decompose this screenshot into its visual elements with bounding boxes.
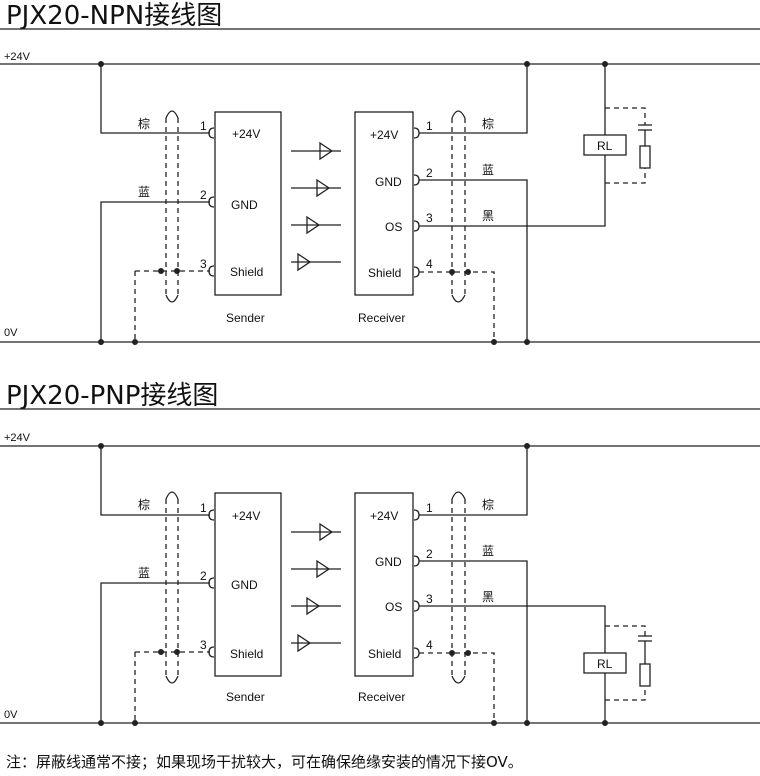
- sender-wire-blue: 蓝: [138, 566, 150, 580]
- load-relay: RL: [583, 107, 652, 184]
- rail-top-label: +24V: [4, 432, 31, 444]
- receiver-pin-2-number: 2: [426, 547, 433, 561]
- receiver-pin-4-label: Shield: [368, 647, 401, 661]
- sender-wires: [98, 61, 215, 345]
- load-label: RL: [597, 657, 613, 671]
- receiver-pin-4-number: 4: [426, 638, 433, 652]
- npn-wiring-diagram: PJX20-NPN接线图 +24V 0V +24V GND Shield Sen…: [0, 1, 760, 345]
- receiver-pin-4-label: Shield: [368, 266, 401, 280]
- sender-wire-brown: 棕: [138, 497, 150, 512]
- pnp-wiring-diagram: PJX20-PNP接线图 +24V 0V +24V GND Shield Sen…: [0, 381, 760, 726]
- receiver-box: [354, 111, 414, 296]
- sender-pin-3-label: Shield: [230, 265, 263, 279]
- receiver-caption: Receiver: [358, 311, 405, 325]
- receiver-pin-1-number: 1: [426, 501, 433, 515]
- receiver-pin-2-label: GND: [375, 175, 402, 189]
- sender-pin-2-label: GND: [231, 198, 258, 212]
- sender-pin-1-label: +24V: [232, 127, 260, 141]
- sender-pin-2-label: GND: [231, 578, 258, 592]
- diagram-title: PJX20-PNP接线图: [6, 381, 218, 411]
- load-label: RL: [597, 139, 613, 153]
- receiver-pin-3-label: OS: [385, 600, 402, 614]
- footnote: 注：屏蔽线通常不接；如果现场干扰较大，可在确保绝缘安装的情况下接OV。: [6, 753, 523, 771]
- receiver-pin-1-label: +24V: [370, 128, 398, 142]
- receiver-pin-4-number: 4: [426, 257, 433, 271]
- receiver-pin-3-label: OS: [385, 220, 402, 234]
- sender-pin-1-number: 1: [200, 119, 207, 133]
- sender-box: [214, 111, 282, 296]
- receiver-wire-black: 黑: [482, 590, 494, 604]
- sender-pin-2-number: 2: [200, 188, 207, 202]
- rail-top-label: +24V: [4, 51, 31, 63]
- sender-wire-brown: 棕: [138, 116, 150, 131]
- beam-arrows: [291, 522, 341, 653]
- receiver-box: [354, 492, 414, 677]
- sender-wire-blue: 蓝: [138, 185, 150, 199]
- sender-pin-3-number: 3: [200, 257, 207, 271]
- sender-box: [214, 492, 282, 677]
- sender-pin-3-label: Shield: [230, 647, 263, 661]
- receiver-pin-1-label: +24V: [370, 509, 398, 523]
- beam-arrows: [291, 141, 341, 272]
- receiver-wire-brown: 棕: [482, 116, 494, 131]
- receiver-wires: [413, 443, 608, 726]
- receiver-wire-blue: 蓝: [482, 544, 494, 558]
- receiver-wire-black: 黑: [482, 209, 494, 223]
- receiver-pin-2-label: GND: [375, 555, 402, 569]
- receiver-wire-blue: 蓝: [482, 163, 494, 177]
- load-relay: RL: [583, 625, 652, 701]
- diagram-title: PJX20-NPN接线图: [6, 1, 222, 31]
- receiver-pin-2-number: 2: [426, 166, 433, 180]
- sender-pin-3-number: 3: [200, 638, 207, 652]
- receiver-pin-3-number: 3: [426, 211, 433, 225]
- rail-bottom-label: 0V: [4, 709, 18, 721]
- sender-pin-2-number: 2: [200, 569, 207, 583]
- sender-caption: Sender: [226, 311, 265, 325]
- receiver-pin-3-number: 3: [426, 592, 433, 606]
- sender-wires: [98, 443, 215, 726]
- sender-caption: Sender: [226, 690, 265, 704]
- sender-pin-1-label: +24V: [232, 509, 260, 523]
- rail-bottom-label: 0V: [4, 327, 18, 339]
- sender-pin-1-number: 1: [200, 501, 207, 515]
- receiver-wires: [413, 61, 608, 345]
- receiver-caption: Receiver: [358, 690, 405, 704]
- receiver-wire-brown: 棕: [482, 497, 494, 512]
- receiver-pin-1-number: 1: [426, 119, 433, 133]
